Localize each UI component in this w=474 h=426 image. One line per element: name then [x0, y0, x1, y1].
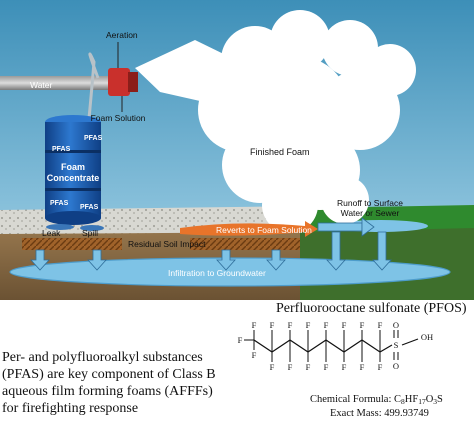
fluorine-atom: F	[324, 362, 329, 372]
fluorine-atom: F	[238, 335, 243, 345]
runoff-arrowhead	[361, 217, 375, 237]
fluorine-atom: F	[324, 320, 329, 330]
fluorine-atom: F	[252, 320, 257, 330]
chemical-formula: Chemical Formula: C8HF17O3S	[310, 394, 443, 406]
finished-foam-label: Finished Foam	[250, 147, 310, 157]
foam-solution-label: Foam Solution	[91, 113, 146, 123]
fluorine-atom: F	[360, 320, 365, 330]
description-line: aqueous film forming foams (AFFFs)	[2, 384, 213, 399]
water-label: Water	[30, 80, 53, 90]
carbon-backbone	[253, 339, 381, 353]
drum-concentrate-label: Concentrate	[47, 173, 100, 183]
leak-label: Leak	[42, 228, 61, 238]
hydroxyl-group: OH	[421, 332, 433, 342]
runoff-arrow-body	[317, 222, 363, 232]
s-oh-bond	[401, 338, 419, 346]
reverts-arrowhead	[305, 221, 318, 237]
fluorine-atom: F	[252, 350, 257, 360]
aeration-label: Aeration	[106, 30, 138, 40]
fluorine-atom: F	[306, 320, 311, 330]
runoff-label-line1: Runoff to Surface	[337, 198, 403, 208]
leak-puddle	[46, 224, 74, 230]
soil-impact-zone	[190, 238, 300, 250]
infiltration-arrows	[30, 231, 392, 271]
fluorine-atom: F	[270, 362, 275, 372]
fluorine-atom: F	[288, 320, 293, 330]
spill-label: Spill	[82, 228, 98, 238]
description-line: Per- and polyfluoroalkyl substances	[2, 350, 203, 365]
illustration: PFAS PFAS Foam Concentrate PFAS PFAS	[0, 0, 474, 300]
spill-puddle	[80, 225, 104, 231]
foam-cloud	[135, 10, 416, 233]
fluorine-atom: F	[342, 320, 347, 330]
fluorine-atom: F	[360, 362, 365, 372]
oxygen-atom: O	[393, 320, 399, 330]
drum-pfas-label: PFAS	[80, 204, 99, 211]
pfos-structure: Perfluorooctane sulfonate (PFOS)	[238, 301, 467, 419]
description-line: (PFAS) are key component of Class B	[2, 367, 216, 382]
soil-impact-zone	[22, 238, 122, 250]
fluorine-atom: F	[378, 320, 383, 330]
molecule-title: Perfluorooctane sulfonate (PFOS)	[276, 301, 467, 316]
nozzle	[108, 68, 130, 96]
foam-concentrate-drum: PFAS PFAS Foam Concentrate PFAS PFAS	[45, 115, 103, 225]
description-line: for firefighting response	[2, 401, 138, 416]
drum-pfas-label: PFAS	[50, 200, 69, 207]
runoff-label-line2: Water or Sewer	[341, 208, 400, 218]
residual-soil-label: Residual Soil Impact	[128, 239, 206, 249]
drum-pfas-label: PFAS	[84, 135, 103, 142]
sulfur-atom: S	[394, 340, 399, 350]
reverts-label: Reverts to Foam Solution	[216, 225, 312, 235]
fluorine-atom: F	[378, 362, 383, 372]
oxygen-atom: O	[393, 361, 399, 371]
exact-mass: Exact Mass: 499.93749	[330, 408, 429, 419]
drum-pfas-label: PFAS	[52, 146, 71, 153]
infiltration-label: Infiltration to Groundwater	[168, 268, 266, 278]
water-pipe	[0, 42, 138, 129]
fluorine-atom: F	[342, 362, 347, 372]
reverts-flow	[180, 223, 305, 236]
fluorine-atom: F	[270, 320, 275, 330]
cf-bonds	[244, 330, 381, 362]
description: Per- and polyfluoroalkyl substances (PFA…	[2, 350, 216, 416]
fluorine-atom: F	[288, 362, 293, 372]
c-s-bond	[379, 344, 393, 353]
fluorine-atom: F	[306, 362, 311, 372]
drum-foam-label: Foam	[61, 162, 85, 172]
